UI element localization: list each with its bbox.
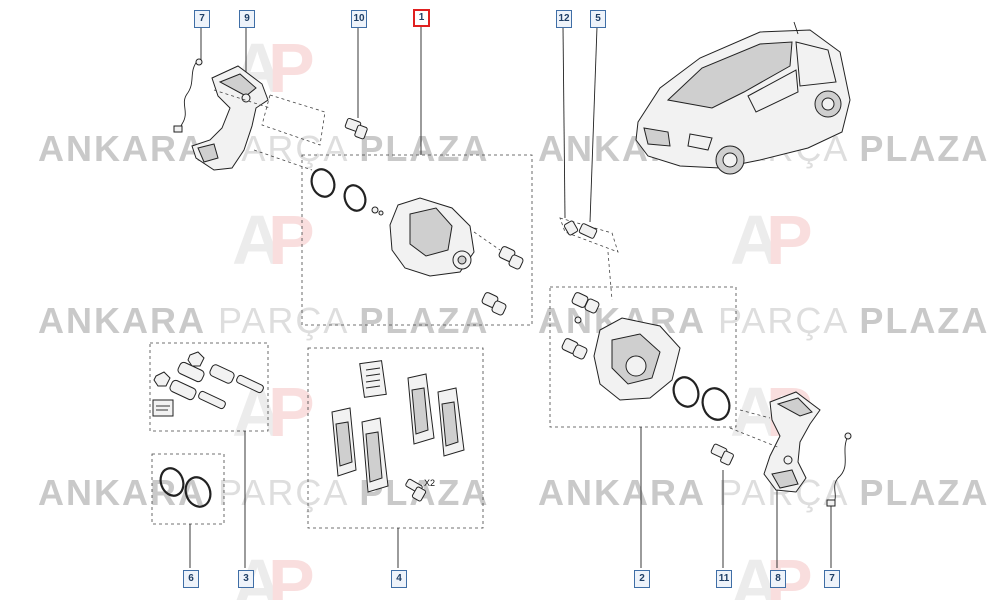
- callout-2[interactable]: 2: [634, 570, 650, 588]
- svg-text:P: P: [268, 201, 315, 279]
- guide-pin-kit[interactable]: [152, 351, 264, 417]
- callout-9[interactable]: 9: [239, 10, 255, 28]
- svg-text:P: P: [268, 373, 315, 451]
- wear-sensor-right[interactable]: [826, 432, 852, 507]
- wear-sensor-left[interactable]: [173, 58, 203, 133]
- group-box-pin-kit: [149, 342, 269, 432]
- group-box-caliper-rear: [549, 286, 737, 428]
- quantity-note: X2: [424, 478, 436, 488]
- callout-11[interactable]: 11: [716, 570, 732, 588]
- group-box-seal-kit: [151, 453, 225, 525]
- bolt-left[interactable]: [344, 117, 368, 140]
- caliper-front-assembly[interactable]: [308, 166, 524, 316]
- callout-1-selected[interactable]: 1: [413, 9, 430, 27]
- callout-10[interactable]: 10: [351, 10, 367, 28]
- instruction-leaflet: [359, 360, 387, 398]
- callout-7-top[interactable]: 7: [194, 10, 210, 28]
- caliper-bracket-right[interactable]: [763, 391, 821, 493]
- svg-text:P: P: [268, 545, 315, 600]
- watermark-text: ANKARA PARÇA PLAZA: [38, 472, 487, 513]
- watermark-text: ANKARA PARÇA PLAZA: [538, 472, 990, 513]
- callout-12[interactable]: 12: [556, 10, 572, 28]
- callout-4[interactable]: 4: [391, 570, 407, 588]
- assembly-path-lines: [213, 89, 781, 449]
- bleed-screw[interactable]: [563, 220, 613, 301]
- svg-text:A: A: [232, 201, 283, 279]
- group-box-bleed-screw: [559, 217, 619, 253]
- callout-5[interactable]: 5: [590, 10, 606, 28]
- svg-text:P: P: [268, 29, 315, 107]
- group-box-bracket-link: [261, 94, 326, 146]
- caliper-bracket-left[interactable]: [191, 65, 269, 171]
- callout-8[interactable]: 8: [770, 570, 786, 588]
- callout-6[interactable]: 6: [183, 570, 199, 588]
- callout-3[interactable]: 3: [238, 570, 254, 588]
- leader-lines: [189, 26, 832, 568]
- brake-pad-set[interactable]: [331, 360, 465, 502]
- group-box-caliper-front: [301, 154, 533, 326]
- caliper-rear-assembly[interactable]: [561, 292, 734, 424]
- bolt-right[interactable]: [710, 443, 735, 466]
- svg-text:P: P: [766, 201, 813, 279]
- watermark-text: ANKARA PARÇA PLAZA: [38, 300, 490, 341]
- piston-seal-kit[interactable]: [157, 465, 215, 510]
- svg-text:A: A: [730, 201, 781, 279]
- callout-7-bottom[interactable]: 7: [824, 570, 840, 588]
- group-box-pad-set: [307, 347, 484, 529]
- vehicle-illustration: [635, 21, 851, 175]
- instruction-leaflet-small: [152, 399, 174, 417]
